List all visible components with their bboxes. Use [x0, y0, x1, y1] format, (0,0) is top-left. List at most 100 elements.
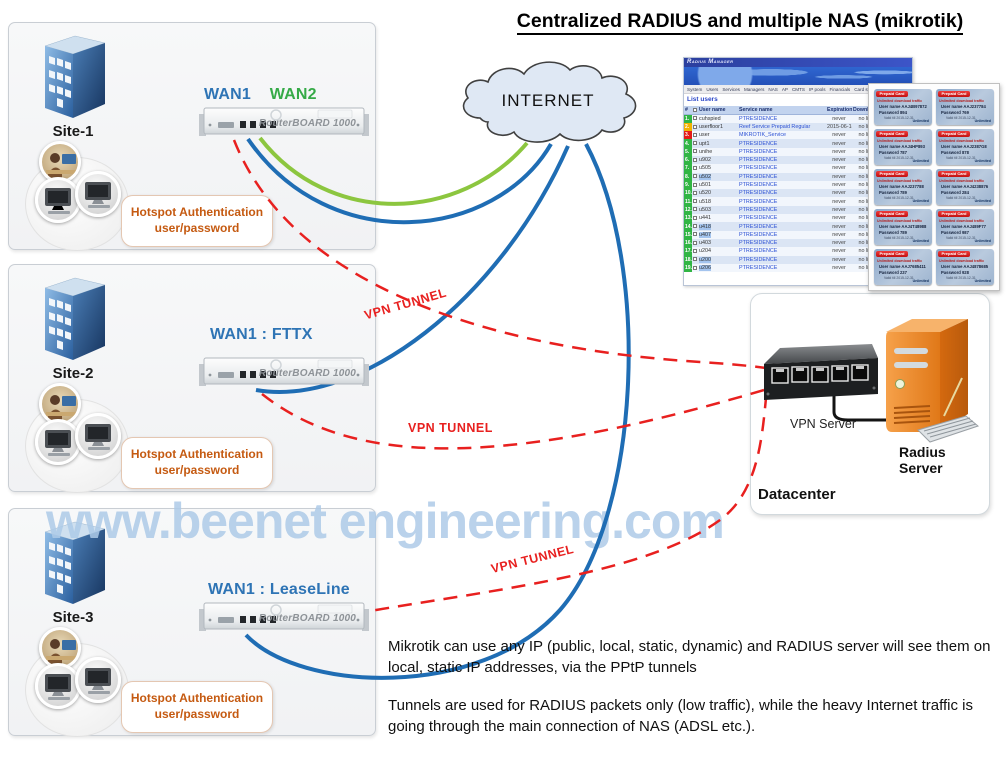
- expiration: never: [826, 131, 852, 140]
- rm-menu-item[interactable]: Services: [722, 86, 740, 92]
- prepaid-card-username: User name AAJ4HP893: [879, 144, 925, 149]
- rm-menu-item[interactable]: NAS: [768, 86, 778, 92]
- user-cell: u503: [692, 205, 738, 215]
- user-name[interactable]: u505: [699, 165, 711, 172]
- column-header[interactable]: Service name: [738, 106, 826, 115]
- user-name[interactable]: userfloor1: [699, 123, 723, 130]
- user-name[interactable]: u503: [699, 206, 711, 213]
- wan1-label: WAN1: [204, 86, 252, 103]
- service-name: MIKROTIK_Service: [738, 131, 826, 140]
- prepaid-card-username: User name AAJ4B97872: [879, 104, 927, 109]
- person-at-desk-icon: [39, 141, 81, 183]
- user-name[interactable]: u407: [699, 231, 711, 238]
- building-icon: [44, 521, 106, 604]
- radius-manager-titlebar: Radius Manager: [684, 58, 912, 67]
- row-number: 4.: [684, 139, 692, 148]
- row-checkbox[interactable]: [693, 132, 697, 137]
- user-name[interactable]: u418: [699, 223, 711, 230]
- user-name[interactable]: cuhspied: [699, 115, 721, 122]
- hotspot-line2: user/password: [154, 707, 240, 721]
- row-checkbox[interactable]: [693, 166, 697, 170]
- user-cell: upt1: [692, 139, 738, 148]
- download-limit: no limit: [852, 238, 882, 248]
- switch-server-cable: [832, 394, 896, 422]
- prepaid-card-footer: Unlimited: [912, 239, 929, 243]
- user-name[interactable]: u902: [699, 157, 711, 164]
- row-checkbox[interactable]: [693, 199, 697, 204]
- select-all-checkbox[interactable]: [693, 107, 697, 112]
- prepaid-card-validity: Valid till 2015-12-31: [946, 196, 976, 200]
- user-name[interactable]: user: [699, 132, 710, 139]
- row-checkbox[interactable]: [693, 124, 697, 129]
- service-name: PTRESIDENCE: [738, 263, 826, 273]
- prepaid-card-validity: Valid till 2015-12-31: [946, 236, 976, 240]
- rm-menu-item[interactable]: AP: [781, 86, 788, 92]
- prepaid-card-password: Password 769: [941, 110, 969, 115]
- rm-menu-item[interactable]: Card system: [854, 86, 880, 92]
- service-name: Reef Service Prepaid Regular: [738, 122, 826, 132]
- service-name: PTRESIDENCE: [738, 164, 826, 173]
- download-limit: no limit: [852, 164, 882, 173]
- column-header[interactable]: Download limit: [852, 106, 882, 115]
- column-header[interactable]: User name: [692, 106, 738, 115]
- computer-icon: [35, 177, 81, 223]
- rm-menu-item[interactable]: CMTS: [791, 86, 805, 92]
- row-checkbox[interactable]: [693, 141, 697, 146]
- row-checkbox[interactable]: [693, 182, 697, 187]
- row-checkbox[interactable]: [693, 149, 697, 154]
- column-header[interactable]: #: [684, 106, 692, 115]
- expiration: never: [826, 263, 852, 273]
- row-checkbox[interactable]: [693, 232, 697, 237]
- user-name[interactable]: unihe: [699, 148, 713, 155]
- row-number: 18.: [684, 255, 692, 264]
- user-name[interactable]: u518: [699, 198, 711, 205]
- wan2-label: WAN2: [269, 86, 317, 103]
- user-name[interactable]: u441: [699, 215, 711, 222]
- row-checkbox[interactable]: [693, 248, 697, 253]
- computer-icon: [35, 663, 81, 709]
- user-name[interactable]: upt1: [699, 140, 710, 147]
- service-name: PTRESIDENCE: [738, 255, 826, 264]
- row-checkbox[interactable]: [693, 224, 697, 229]
- row-number: 12.: [684, 205, 692, 215]
- rm-menu-item[interactable]: Financials: [829, 86, 851, 92]
- row-checkbox[interactable]: [693, 157, 697, 162]
- user-name[interactable]: u206: [699, 264, 711, 271]
- rm-menu-item[interactable]: System: [687, 86, 703, 92]
- rm-menu-item[interactable]: Managers: [743, 86, 765, 92]
- user-name[interactable]: u502: [699, 173, 711, 180]
- row-number: 2.: [684, 122, 692, 132]
- prepaid-card-footer: Unlimited: [974, 119, 991, 123]
- prepaid-card-username: User name AAJ489F77: [941, 224, 987, 229]
- rm-menu-item[interactable]: Users: [706, 86, 719, 92]
- wan2-line-site1: [258, 136, 529, 206]
- user-name[interactable]: u501: [699, 182, 711, 189]
- hotspot-line2: user/password: [154, 221, 240, 235]
- hotspot-line2: user/password: [154, 463, 240, 477]
- row-checkbox[interactable]: [693, 174, 697, 179]
- user-name[interactable]: u204: [699, 248, 711, 255]
- rm-menu-item[interactable]: IP pools: [809, 86, 826, 92]
- column-header[interactable]: Expiration: [826, 106, 852, 115]
- prepaid-card-footer: Unlimited: [912, 159, 929, 163]
- user-name[interactable]: u520: [699, 190, 711, 197]
- row-checkbox[interactable]: [693, 265, 697, 270]
- row-checkbox[interactable]: [693, 257, 697, 262]
- row-checkbox[interactable]: [693, 215, 697, 220]
- row-checkbox[interactable]: [693, 207, 697, 212]
- user-name[interactable]: u200: [699, 256, 711, 263]
- row-checkbox[interactable]: [693, 240, 697, 245]
- prepaid-card-footer: Unlimited: [974, 159, 991, 163]
- site1-router: RouterBOARD 1000: [198, 102, 370, 140]
- user-name[interactable]: u403: [699, 240, 711, 247]
- prepaid-card-ribbon: Prepaid Card: [876, 131, 908, 137]
- download-limit: no limit: [852, 122, 882, 132]
- download-limit: no limit: [852, 139, 882, 148]
- download-limit: no limit: [852, 255, 882, 264]
- row-checkbox[interactable]: [693, 190, 697, 195]
- row-checkbox[interactable]: [693, 116, 697, 121]
